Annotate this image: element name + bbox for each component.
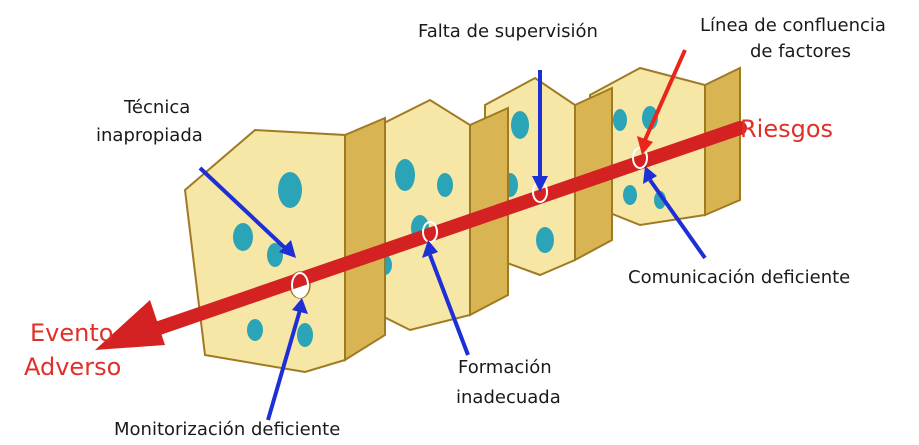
label-tecnica-2: inapropiada — [96, 124, 203, 148]
cheese-slice-1 — [185, 118, 385, 372]
label-formacion-1: Formación — [458, 356, 552, 380]
label-linea-confluencia-1: Línea de confluencia — [700, 14, 886, 38]
label-formacion-2: inadecuada — [456, 386, 561, 410]
label-falta-supervision: Falta de supervisión — [418, 20, 598, 44]
label-evento-1: Evento — [30, 318, 113, 348]
label-monitorizacion: Monitorización deficiente — [114, 418, 340, 442]
label-riesgos: Riesgos — [740, 114, 833, 144]
label-evento-2: Adverso — [24, 352, 121, 382]
label-comunicacion: Comunicación deficiente — [628, 266, 850, 290]
label-linea-confluencia-2: de factores — [750, 40, 851, 64]
label-tecnica-1: Técnica — [124, 96, 190, 120]
